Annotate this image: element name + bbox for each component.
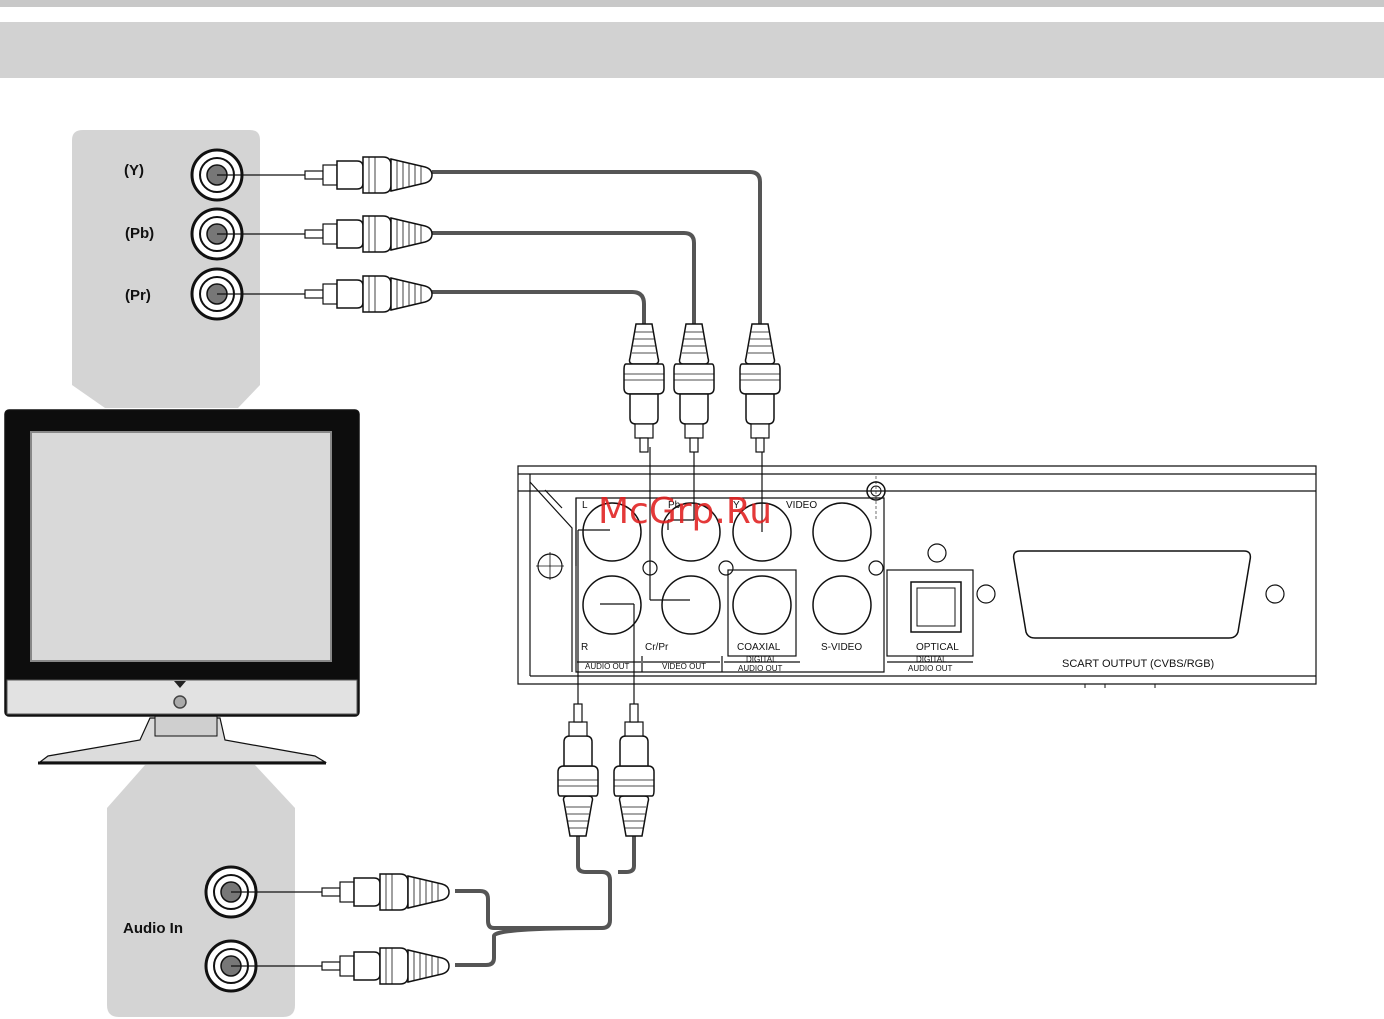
jack-label-svideo: S-VIDEO (821, 642, 862, 653)
panel-hole (928, 544, 946, 562)
jack-label-optical: OPTICAL (916, 642, 959, 653)
plug-player-pb (674, 324, 714, 452)
cable-pr (432, 292, 644, 324)
group-label-digital-coax-2: AUDIO OUT (738, 664, 783, 673)
tv-input-label-pb: (Pb) (125, 225, 154, 242)
plug-tv-pb (305, 216, 432, 252)
group-label-audio-out: AUDIO OUT (585, 662, 630, 671)
panel-hole (719, 561, 733, 575)
tv-component-input-panel: (Y) (Pb) (Pr) (72, 130, 260, 408)
tv-screen (31, 432, 331, 661)
watermark: McGrp.Ru (598, 491, 772, 532)
left-screw (536, 552, 564, 580)
player-jack-audio-r[interactable] (583, 576, 641, 634)
header-band (0, 22, 1384, 78)
panel-hole (1266, 585, 1284, 603)
jack-label-l: L (582, 500, 588, 511)
plug-tv-y (305, 157, 432, 193)
top-rule (0, 0, 1384, 7)
panel-hole (869, 561, 883, 575)
plug-player-audio-r (614, 704, 654, 836)
player-port-optical[interactable] (911, 582, 961, 632)
cable-pb (432, 233, 694, 324)
tv (5, 410, 359, 763)
group-label-digital-opt-1: DIGITAL (916, 655, 947, 664)
jack-label-video: VIDEO (786, 500, 817, 511)
player-jack-coaxial[interactable] (733, 576, 791, 634)
cables (432, 172, 760, 965)
group-label-video-out: VIDEO OUT (662, 662, 706, 671)
plug-player-audio-l (558, 704, 598, 836)
plug-tv-audio-lower (322, 948, 449, 984)
jack-label-crpr: Cr/Pr (645, 642, 669, 653)
plug-player-pr (624, 324, 664, 452)
group-label-scart: SCART OUTPUT (CVBS/RGB) (1062, 658, 1214, 670)
player-jack-crpr[interactable] (662, 576, 720, 634)
tv-power-button[interactable] (174, 696, 186, 708)
panel-hole (977, 585, 995, 603)
plug-tv-audio-upper (322, 874, 449, 910)
cable-audio-lower (455, 928, 602, 965)
jack-label-coaxial: COAXIAL (737, 642, 781, 653)
cable-audio-left (455, 836, 610, 928)
player-jack-svideo[interactable] (813, 576, 871, 634)
plug-tv-pr (305, 276, 432, 312)
player-jack-video[interactable] (813, 503, 871, 561)
plug-player-y (740, 324, 780, 452)
group-label-digital-opt-2: AUDIO OUT (908, 664, 953, 673)
cable-y (432, 172, 760, 324)
tv-audio-label: Audio In (123, 920, 183, 937)
group-label-digital-coax-1: DIGITAL (746, 655, 777, 664)
jack-label-r: R (581, 642, 588, 653)
cable-audio-right (618, 836, 634, 872)
tv-audio-input-panel: Audio In (107, 765, 295, 1017)
tv-input-label-pr: (Pr) (125, 287, 151, 304)
player-port-scart[interactable] (1014, 551, 1251, 638)
tv-input-label-y: (Y) (124, 162, 144, 179)
